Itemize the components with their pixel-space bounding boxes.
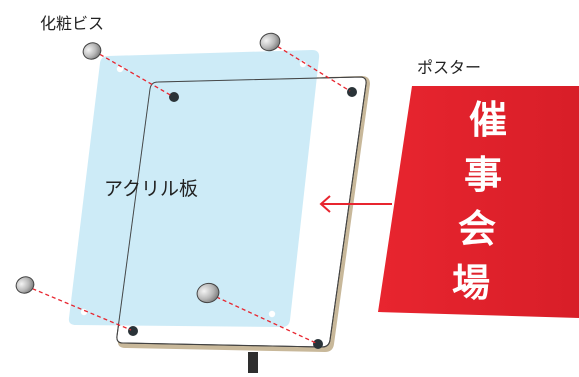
screw-icon	[15, 276, 35, 294]
board-hole	[347, 87, 357, 97]
acrylic-hole	[268, 310, 276, 318]
poster-char: 場	[452, 261, 490, 305]
arrow-left-icon	[319, 195, 392, 213]
guide-line	[25, 285, 132, 331]
poster	[378, 86, 579, 318]
poster-char: 事	[464, 153, 502, 197]
guide-line	[209, 293, 317, 344]
screw-label: 化粧ビス	[40, 14, 105, 33]
acrylic-plate	[68, 50, 320, 327]
poster-char: 催	[469, 98, 507, 142]
stand-pole	[248, 352, 258, 373]
screw-icon	[82, 42, 102, 60]
acrylic-label: アクリル板	[104, 178, 199, 200]
screw-icon	[196, 282, 220, 304]
poster-char: 会	[458, 207, 496, 251]
board-hole	[313, 339, 323, 349]
board-hole	[169, 92, 179, 102]
guide-line	[93, 50, 173, 97]
screw-icon	[259, 32, 281, 52]
acrylic-hole	[116, 65, 124, 73]
board-hole	[128, 326, 138, 336]
guide-line	[271, 42, 351, 92]
acrylic-hole	[80, 308, 88, 316]
poster-label: ポスター	[417, 58, 482, 77]
